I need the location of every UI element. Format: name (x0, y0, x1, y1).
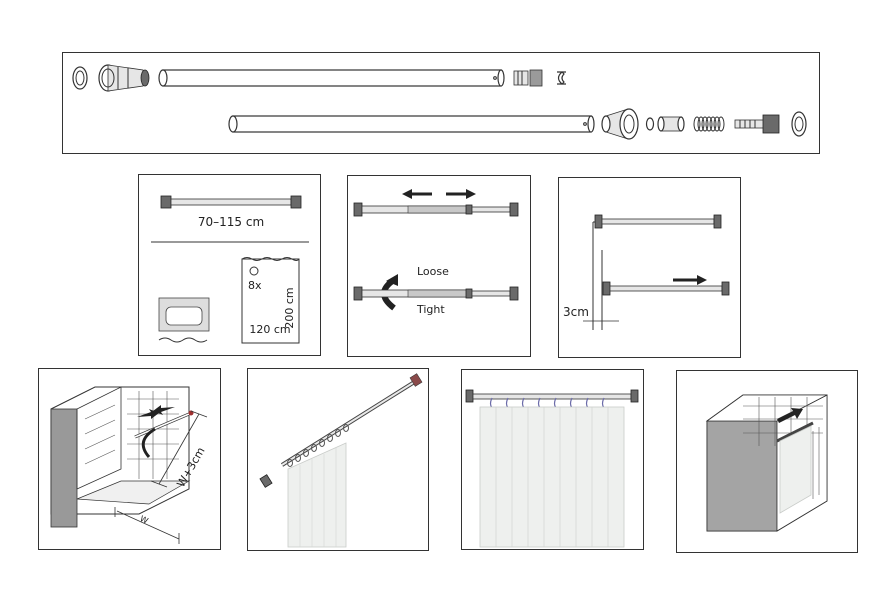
extend-arrows-icon (402, 189, 476, 199)
end-cap-ring-right-icon (791, 111, 807, 137)
mounted-curtain-panel (461, 369, 644, 550)
rod-diagonal-icon (280, 373, 423, 467)
rod-horizontal-icon (465, 389, 639, 403)
ring-count-label: 8x (248, 279, 262, 292)
curtain-height-label: 200 cm (283, 287, 296, 328)
wall-lines-icon (592, 221, 603, 330)
threaded-bolt-icon (734, 114, 780, 134)
rod-size-icon (160, 195, 302, 209)
gap-dimension-icon (583, 316, 619, 326)
curtain-rings-icon (287, 424, 349, 467)
width-label: W (139, 514, 150, 526)
small-ring-icon (645, 117, 655, 131)
offset-panel: 3cm (558, 177, 741, 358)
inner-cone-icon (601, 108, 639, 140)
rod-extend-icon (353, 202, 519, 217)
curtain-icon (287, 442, 347, 548)
adjust-illustration: Loose Tight (353, 189, 519, 316)
parts-overview-illustration (72, 64, 807, 140)
end-cap-ring-icon (72, 66, 88, 90)
curtain-icon (779, 425, 812, 514)
curtain-package-icon (241, 257, 300, 344)
extend-arrows-icon (137, 405, 175, 419)
hanging-curtain-illustration (259, 373, 423, 548)
rod-top-icon (594, 214, 722, 229)
parts-overview-panel (62, 52, 820, 154)
rod-install-icon (134, 410, 194, 439)
clip-ring-icon (557, 71, 566, 85)
hanging-curtain-panel (247, 368, 429, 551)
offset-illustration: 3cm (563, 214, 730, 330)
spring-icon (693, 116, 725, 132)
gap-label: 3cm (563, 305, 589, 319)
mounted-curtain-illustration (465, 389, 639, 548)
rod-bottom-icon (602, 281, 730, 296)
stall-curtain-panel (676, 370, 858, 553)
loose-label: Loose (417, 265, 449, 278)
width-plus-dimension-icon (150, 410, 208, 488)
rod-icon (776, 421, 814, 443)
adjust-panel: Loose Tight (347, 175, 531, 357)
size-info-illustration: 70–115 cm 8x 200 cm 120 cm (151, 195, 309, 344)
ring-icon (249, 266, 259, 276)
twist-arrow-icon (141, 427, 156, 458)
push-arrow-icon (777, 408, 803, 423)
curtain-width-label: 120 cm (249, 323, 290, 336)
inner-tube-icon (228, 115, 595, 133)
size-info-panel: 70–115 cm 8x 200 cm 120 cm (138, 174, 321, 356)
tight-label: Tight (416, 303, 445, 316)
locking-bushing-icon (513, 69, 543, 87)
size-range-label: 70–115 cm (198, 215, 264, 229)
width-dimension-icon (114, 507, 180, 544)
bathtub-icon (158, 297, 210, 343)
end-cap-cone-icon (98, 64, 150, 92)
end-cap-icon (259, 474, 273, 488)
stall-curtain-illustration (705, 394, 828, 532)
curtain-icon (479, 406, 625, 548)
rod-twist-icon (353, 286, 519, 301)
outer-tube-icon (158, 69, 505, 87)
install-panel: W+3cm W (38, 368, 221, 550)
install-illustration: W+3cm W (50, 386, 208, 544)
right-arrow-icon (673, 275, 707, 285)
curtain-hooks-icon (489, 397, 605, 409)
threaded-sleeve-icon (657, 116, 685, 132)
